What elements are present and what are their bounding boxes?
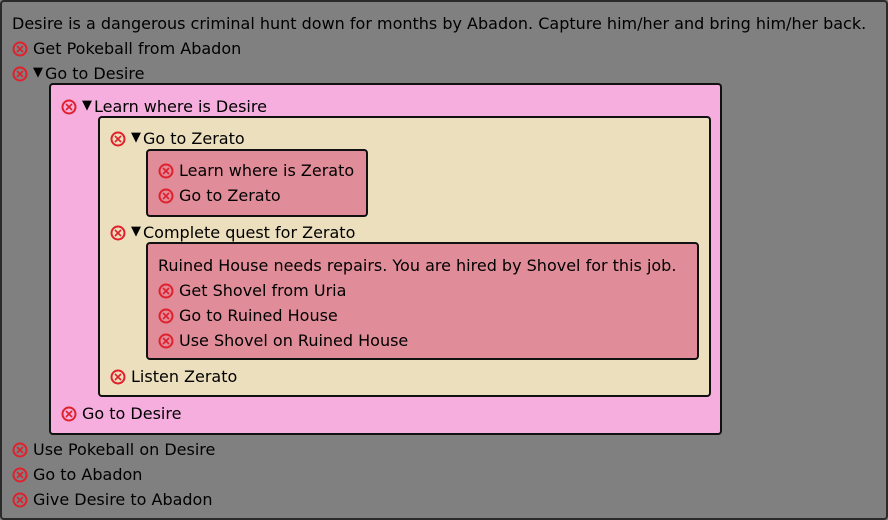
expand-triangle-icon[interactable]: ▼ xyxy=(131,130,141,145)
step-go-to-abadon: Go to Abadon xyxy=(12,462,142,487)
go-to-desire-group: ▼ Learn where is Desire ▼ Go to Zerato L… xyxy=(49,83,722,435)
quest-description-text: Desire is a dangerous criminal hunt down… xyxy=(12,14,867,33)
step-complete-quest-zerato[interactable]: ▼ Complete quest for Zerato xyxy=(110,220,355,245)
failed-icon xyxy=(12,442,28,458)
step-use-shovel: Use Shovel on Ruined House xyxy=(158,328,408,353)
step-label: Go to Zerato xyxy=(143,129,245,148)
learn-where-desire-group: ▼ Go to Zerato Learn where is Zerato Go … xyxy=(98,116,711,397)
failed-icon xyxy=(158,333,174,349)
subquest-description: Ruined House needs repairs. You are hire… xyxy=(158,253,676,278)
step-label: Get Pokeball from Abadon xyxy=(33,39,242,58)
failed-icon xyxy=(110,225,126,241)
step-learn-where-desire[interactable]: ▼ Learn where is Desire xyxy=(61,94,267,119)
step-label: Complete quest for Zerato xyxy=(143,223,356,242)
failed-icon xyxy=(158,188,174,204)
failed-icon xyxy=(61,406,77,422)
step-label: Use Pokeball on Desire xyxy=(33,440,216,459)
go-to-zerato-group: Learn where is Zerato Go to Zerato xyxy=(146,149,368,217)
failed-icon xyxy=(12,467,28,483)
failed-icon xyxy=(61,99,77,115)
failed-icon xyxy=(12,66,28,82)
quest-description: Desire is a dangerous criminal hunt down… xyxy=(12,11,866,36)
step-label: Get Shovel from Uria xyxy=(179,281,347,300)
step-label: Learn where is Desire xyxy=(94,97,267,116)
step-label: Use Shovel on Ruined House xyxy=(179,331,409,350)
failed-icon xyxy=(158,283,174,299)
step-go-to-zerato-inner: Go to Zerato xyxy=(158,183,281,208)
step-label: Go to Desire xyxy=(45,64,145,83)
step-label: Go to Abadon xyxy=(33,465,143,484)
step-learn-where-zerato: Learn where is Zerato xyxy=(158,158,354,183)
step-label: Listen Zerato xyxy=(131,367,238,386)
expand-triangle-icon[interactable]: ▼ xyxy=(33,65,43,80)
step-label: Go to Ruined House xyxy=(179,306,338,325)
failed-icon xyxy=(12,492,28,508)
failed-icon xyxy=(158,163,174,179)
step-go-to-desire-final: Go to Desire xyxy=(61,401,181,426)
subquest-description-text: Ruined House needs repairs. You are hire… xyxy=(158,256,677,275)
step-get-pokeball: Get Pokeball from Abadon xyxy=(12,36,241,61)
step-label: Learn where is Zerato xyxy=(179,161,355,180)
failed-icon xyxy=(110,131,126,147)
failed-icon xyxy=(12,41,28,57)
step-get-shovel: Get Shovel from Uria xyxy=(158,278,346,303)
failed-icon xyxy=(158,308,174,324)
step-go-to-zerato[interactable]: ▼ Go to Zerato xyxy=(110,126,245,151)
step-label: Go to Desire xyxy=(82,404,182,423)
failed-icon xyxy=(110,369,126,385)
step-use-pokeball: Use Pokeball on Desire xyxy=(12,437,215,462)
expand-triangle-icon[interactable]: ▼ xyxy=(82,98,92,113)
step-give-desire: Give Desire to Abadon xyxy=(12,487,212,512)
step-go-to-desire[interactable]: ▼ Go to Desire xyxy=(12,61,144,86)
step-label: Give Desire to Abadon xyxy=(33,490,213,509)
step-label: Go to Zerato xyxy=(179,186,281,205)
step-go-to-ruined-house: Go to Ruined House xyxy=(158,303,338,328)
step-listen-zerato: Listen Zerato xyxy=(110,364,237,389)
complete-quest-group: Ruined House needs repairs. You are hire… xyxy=(146,242,699,360)
expand-triangle-icon[interactable]: ▼ xyxy=(131,224,141,239)
